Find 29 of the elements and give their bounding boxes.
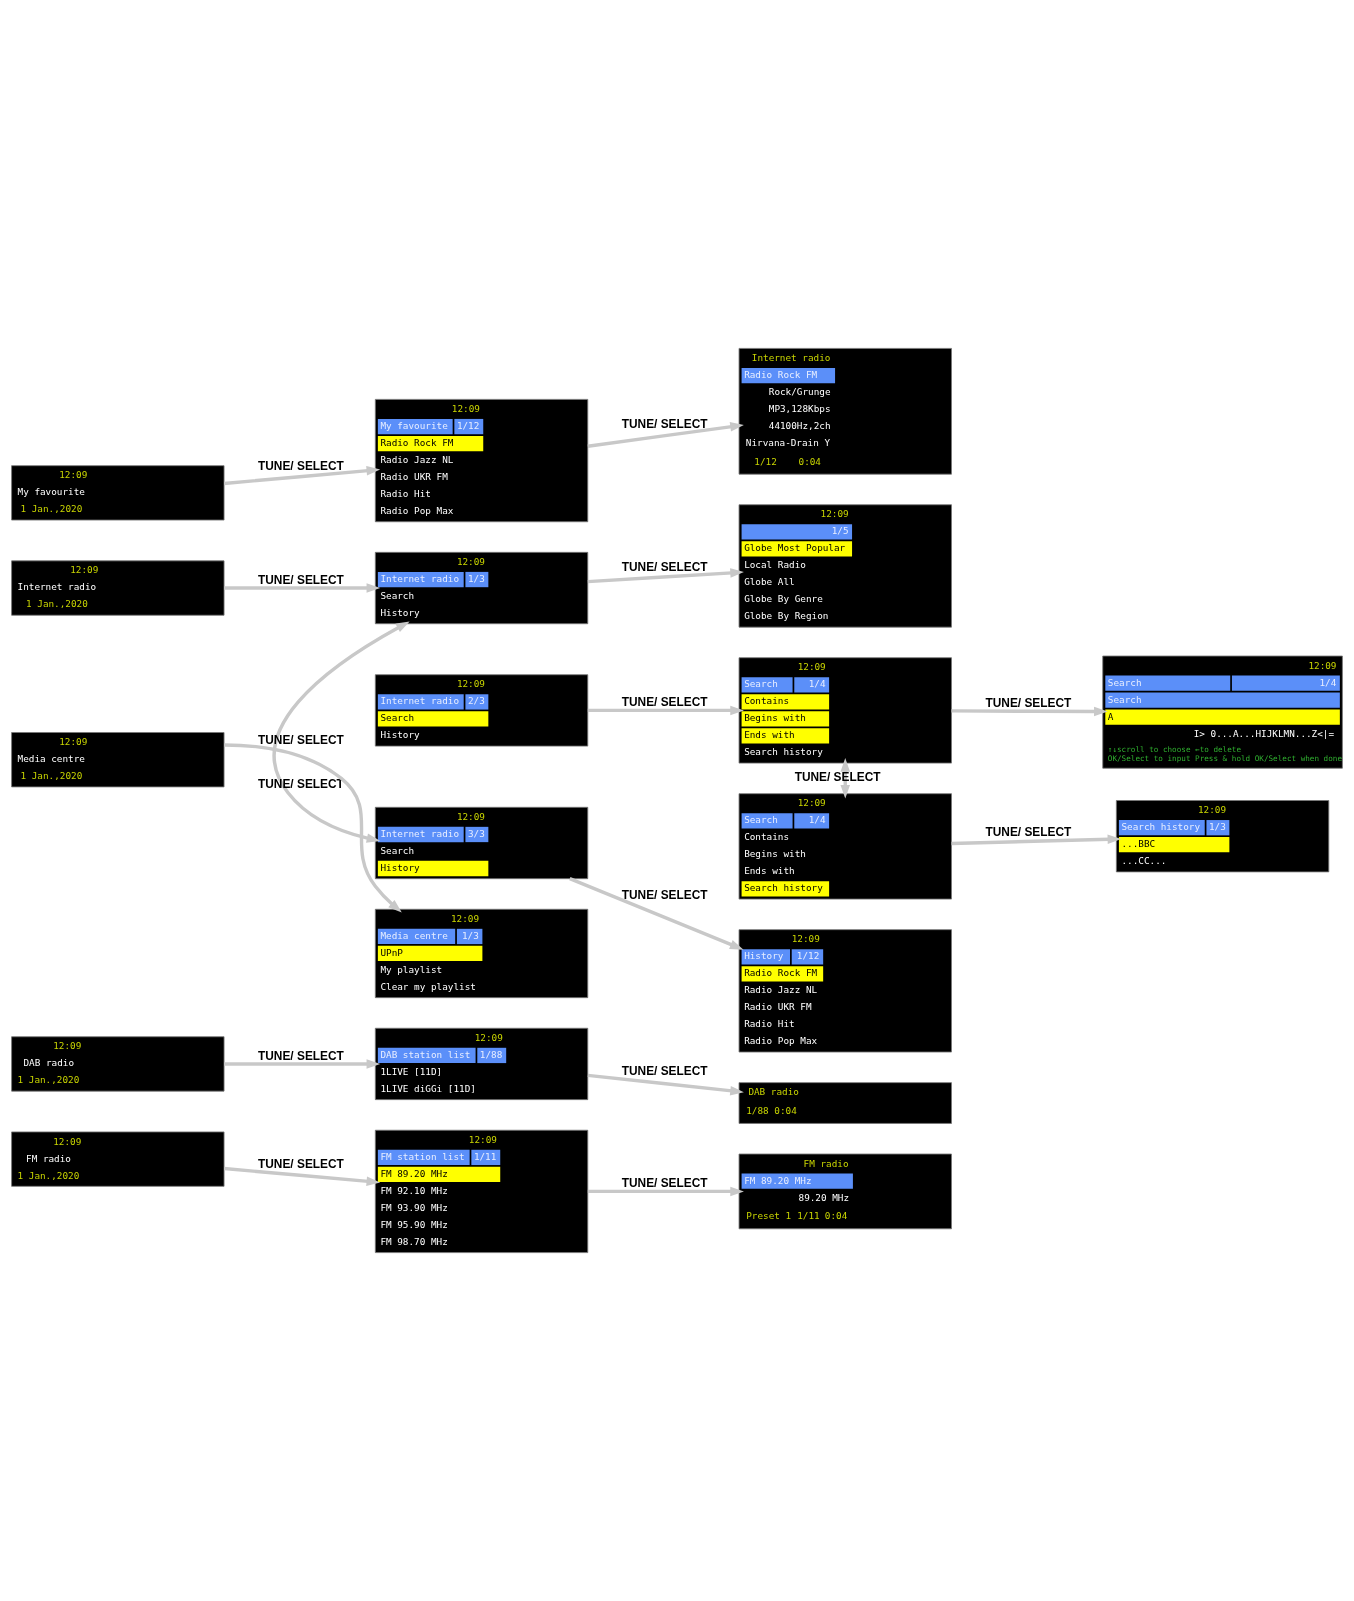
edge-label: TUNE/ SELECT [794,769,881,784]
edge-label: TUNE/ SELECT [258,459,344,474]
edge-label: TUNE/ SELECT [985,696,1072,711]
edge-label: TUNE/ SELECT [621,416,708,431]
arrow [223,1166,381,1186]
arrow [224,743,402,913]
arrow [587,568,744,584]
edge-label: TUNE/ SELECT [258,732,344,747]
edge-label: TUNE/ SELECT [258,572,344,587]
edge-label: TUNE/ SELECT [258,1048,344,1063]
edge-label: TUNE/ SELECT [985,824,1072,839]
arrow [587,1073,744,1096]
edge-label: TUNE/ SELECT [621,560,708,575]
arrow [951,834,1122,846]
edge-label: TUNE/ SELECT [621,1176,708,1191]
edge-label: TUNE/ SELECT [258,1156,344,1171]
arrow [587,705,744,716]
arrow [224,1059,381,1069]
arrow [224,583,381,593]
arrow [587,1186,744,1197]
arrow [569,877,744,950]
edge-label: TUNE/ SELECT [621,888,708,903]
arrow [272,621,410,843]
edge-label: TUNE/ SELECT [621,695,708,710]
arrow [951,706,1108,717]
arrow [587,422,744,448]
edge-label: TUNE/ SELECT [621,1064,708,1079]
arrow [223,466,381,486]
edge-label: TUNE/ SELECT [258,777,344,792]
